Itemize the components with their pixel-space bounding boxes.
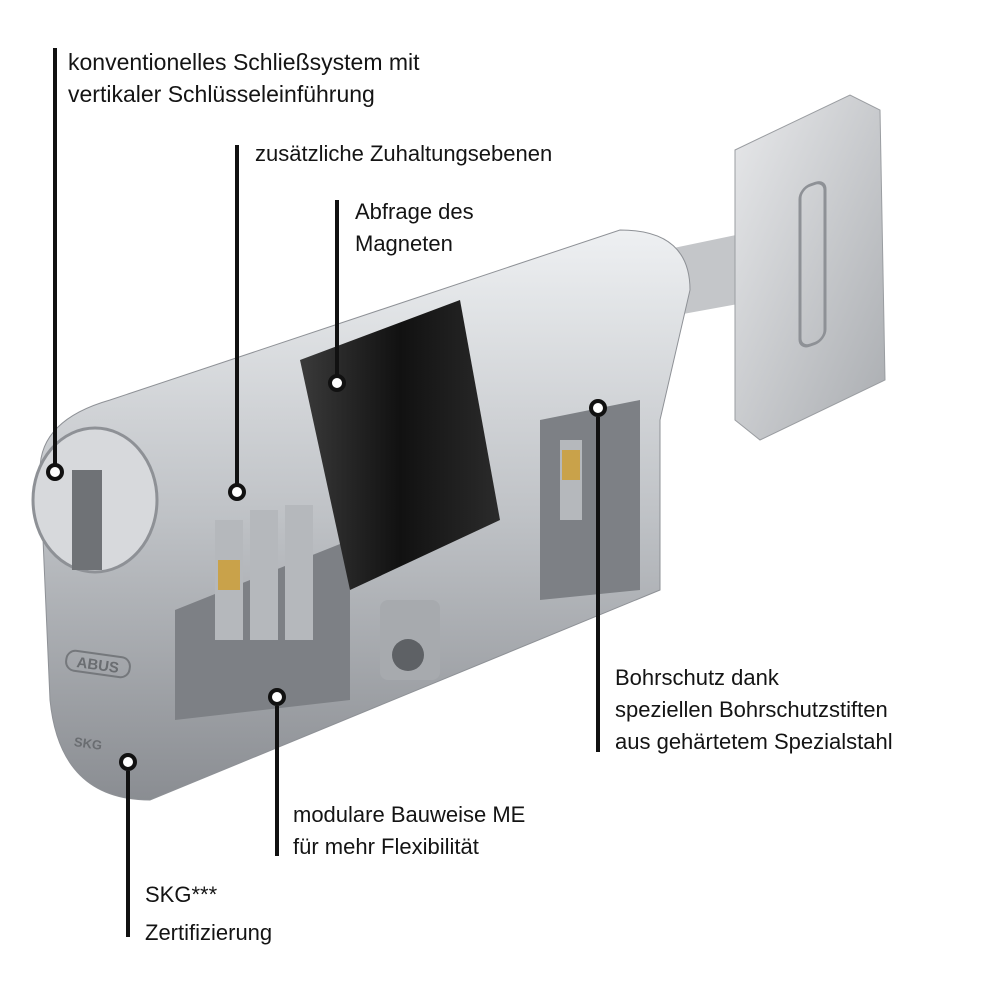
label-magnet: Abfrage des Magneten	[355, 196, 474, 260]
brand-mark: ABUS	[76, 654, 120, 677]
label-line: SKG***	[145, 882, 218, 907]
label-locking-system: konventionelles Schließsystem mit vertik…	[68, 46, 420, 110]
label-line: Zertifizierung	[145, 920, 273, 945]
label-line: aus gehärtetem Spezialstahl	[615, 729, 893, 754]
label-drill-protection: Bohrschutz dank speziellen Bohrschutzsti…	[615, 662, 893, 758]
brand-plate: ABUS SKG	[65, 649, 131, 753]
tumbler-pins	[215, 440, 582, 640]
label-line: Bohrschutz dank	[615, 665, 779, 690]
label-line: Magneten	[355, 231, 453, 256]
marker-magnet	[328, 374, 346, 392]
label-line: konventionelles Schließsystem mit	[68, 49, 420, 75]
label-tumbler-levels: zusätzliche Zuhaltungsebenen	[255, 138, 552, 170]
cylinder-body	[31, 229, 691, 801]
marker-locking-system	[46, 463, 64, 481]
label-modular: modulare Bauweise ME für mehr Flexibilit…	[293, 799, 525, 863]
label-line: vertikaler Schlüsseleinführung	[68, 81, 375, 107]
label-line: für mehr Flexibilität	[293, 834, 479, 859]
certification-mark: SKG	[73, 734, 103, 753]
marker-drill-protection	[589, 399, 607, 417]
leader-line-tumbler-levels	[235, 145, 239, 487]
label-skg: SKG*** Zertifizierung	[145, 876, 272, 952]
leader-line-modular	[275, 706, 279, 856]
leader-line-magnet	[335, 200, 339, 378]
leader-line-locking-system	[53, 48, 57, 468]
marker-tumbler-levels	[228, 483, 246, 501]
label-line: zusätzliche Zuhaltungsebenen	[255, 141, 553, 166]
leader-line-drill-protection	[596, 417, 600, 752]
marker-skg	[119, 753, 137, 771]
label-line: modulare Bauweise ME	[293, 802, 526, 827]
leader-line-skg	[126, 771, 130, 937]
label-line: speziellen Bohrschutzstiften	[615, 697, 888, 722]
label-line: Abfrage des	[355, 199, 474, 224]
marker-modular	[268, 688, 286, 706]
